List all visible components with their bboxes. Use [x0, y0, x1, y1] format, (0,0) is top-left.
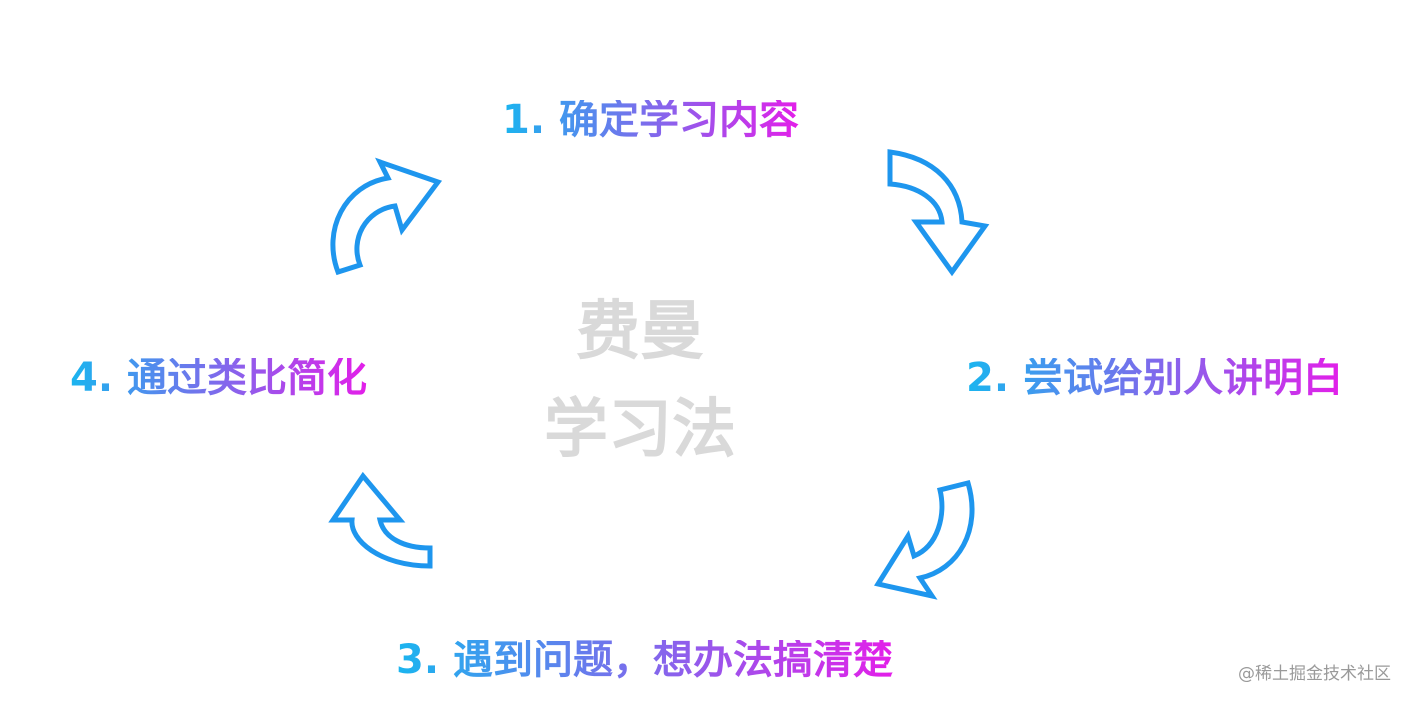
center-title-line-2: 学习法: [544, 393, 736, 467]
step-2-label: 2. 尝试给别人讲明白: [966, 355, 1343, 401]
arrow-step3-to-step4: [328, 471, 433, 569]
arrow-step2-to-step3: [874, 479, 975, 600]
center-title-line-1: 费曼: [576, 295, 704, 369]
step-1-label: 1. 确定学习内容: [502, 97, 799, 143]
watermark: @稀土掘金技术社区: [1238, 664, 1391, 684]
step-4-label: 4. 通过类比简化: [70, 355, 367, 401]
arrow-step4-to-step1: [330, 157, 443, 276]
arrow-step1-to-step2: [887, 149, 990, 277]
step-3-label: 3. 遇到问题，想办法搞清楚: [396, 637, 893, 683]
